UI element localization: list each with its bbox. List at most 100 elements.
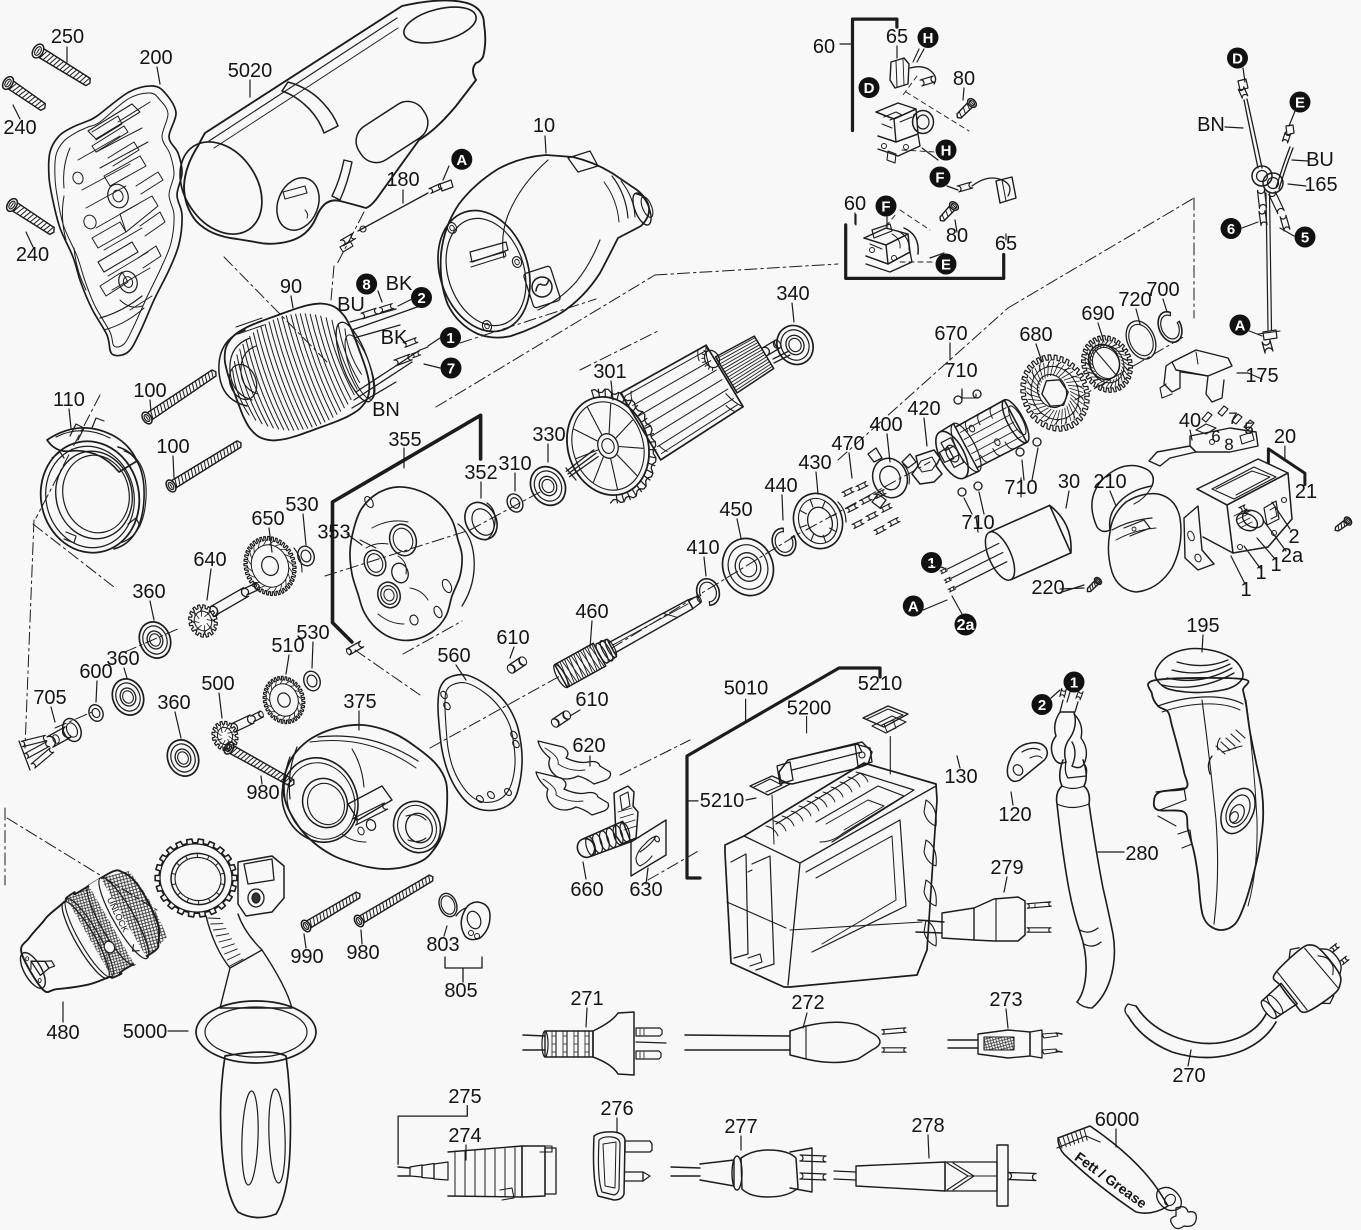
svg-text:D: D (864, 80, 875, 97)
svg-text:460: 460 (575, 601, 608, 623)
svg-text:60: 60 (844, 193, 866, 215)
svg-text:680: 680 (1019, 324, 1052, 346)
svg-text:670: 670 (934, 323, 967, 345)
svg-text:BK: BK (381, 327, 408, 349)
svg-text:980: 980 (346, 942, 379, 964)
svg-text:100: 100 (133, 380, 166, 402)
svg-text:610: 610 (496, 627, 529, 649)
svg-text:710: 710 (944, 360, 977, 382)
svg-text:700: 700 (1146, 279, 1179, 301)
svg-text:500: 500 (201, 673, 234, 695)
svg-text:2: 2 (1038, 697, 1046, 714)
svg-text:279: 279 (990, 857, 1023, 879)
svg-text:H: H (941, 143, 952, 160)
svg-text:375: 375 (343, 691, 376, 713)
svg-text:80: 80 (953, 68, 975, 90)
svg-text:1: 1 (1270, 554, 1281, 576)
svg-text:165: 165 (1304, 174, 1337, 196)
svg-text:6: 6 (1211, 427, 1220, 446)
svg-text:710: 710 (961, 512, 994, 534)
svg-text:65: 65 (886, 26, 908, 48)
svg-text:271: 271 (570, 988, 603, 1010)
svg-text:20: 20 (1274, 426, 1296, 448)
svg-text:270: 270 (1172, 1065, 1205, 1087)
svg-text:A: A (908, 599, 919, 616)
svg-text:2a: 2a (957, 617, 975, 634)
svg-text:278: 278 (911, 1115, 944, 1137)
svg-text:2: 2 (417, 290, 425, 307)
svg-text:630: 630 (629, 879, 662, 901)
svg-text:352: 352 (464, 462, 497, 484)
svg-text:80: 80 (946, 225, 968, 247)
svg-text:BN: BN (1197, 114, 1225, 136)
svg-text:620: 620 (572, 735, 605, 757)
svg-text:21: 21 (1295, 481, 1317, 503)
svg-text:720: 720 (1118, 289, 1151, 311)
svg-text:BU: BU (1306, 149, 1334, 171)
svg-text:5200: 5200 (787, 698, 832, 720)
svg-text:F: F (935, 170, 944, 187)
svg-text:130: 130 (944, 766, 977, 788)
svg-text:195: 195 (1186, 615, 1219, 637)
svg-text:180: 180 (386, 169, 419, 191)
svg-text:220: 220 (1031, 577, 1064, 599)
svg-text:272: 272 (791, 992, 824, 1014)
svg-text:BK: BK (386, 273, 413, 295)
svg-text:7: 7 (1228, 409, 1237, 428)
svg-text:705: 705 (33, 687, 66, 709)
svg-text:30: 30 (1058, 471, 1080, 493)
svg-text:340: 340 (776, 283, 809, 305)
svg-text:1: 1 (1240, 579, 1251, 601)
svg-text:470: 470 (831, 433, 864, 455)
svg-text:1: 1 (1255, 562, 1266, 584)
svg-text:110: 110 (53, 389, 85, 411)
svg-text:610: 610 (575, 689, 608, 711)
svg-text:100: 100 (156, 436, 189, 458)
svg-text:5010: 5010 (724, 678, 769, 700)
svg-text:2: 2 (1288, 526, 1299, 548)
svg-text:8: 8 (1224, 435, 1233, 454)
svg-text:7: 7 (447, 361, 455, 378)
svg-text:2a: 2a (1281, 545, 1304, 567)
svg-text:6: 6 (1227, 221, 1235, 238)
svg-text:353: 353 (317, 522, 350, 544)
svg-text:530: 530 (296, 622, 329, 644)
svg-text:360: 360 (106, 648, 139, 670)
svg-text:90: 90 (280, 276, 302, 298)
svg-text:276: 276 (600, 1098, 633, 1120)
svg-text:F: F (881, 199, 890, 216)
svg-text:5020: 5020 (228, 60, 273, 82)
svg-text:330: 330 (532, 424, 565, 446)
svg-text:690: 690 (1081, 303, 1114, 325)
svg-text:D: D (1232, 51, 1243, 68)
svg-text:60: 60 (813, 36, 835, 58)
svg-text:210: 210 (1093, 471, 1126, 493)
svg-text:990: 990 (290, 946, 323, 968)
svg-text:175: 175 (1245, 365, 1278, 387)
svg-text:5: 5 (1244, 419, 1253, 438)
svg-text:5: 5 (1301, 230, 1309, 247)
svg-text:A: A (456, 152, 467, 169)
svg-text:480: 480 (46, 1022, 79, 1044)
svg-text:280: 280 (1125, 843, 1158, 865)
svg-text:5210: 5210 (858, 673, 903, 695)
svg-text:273: 273 (989, 989, 1022, 1011)
svg-text:420: 420 (907, 398, 940, 420)
svg-text:450: 450 (719, 499, 752, 521)
svg-text:E: E (1295, 95, 1305, 112)
svg-text:275: 275 (448, 1086, 481, 1108)
svg-text:980: 980 (246, 782, 279, 804)
svg-text:360: 360 (157, 692, 190, 714)
svg-text:355: 355 (388, 429, 421, 451)
svg-text:240: 240 (16, 244, 49, 266)
svg-text:5210: 5210 (700, 790, 745, 812)
svg-text:530: 530 (285, 494, 318, 516)
svg-text:650: 650 (251, 508, 284, 530)
svg-text:1: 1 (446, 330, 454, 347)
svg-text:310: 310 (498, 453, 531, 475)
svg-text:10: 10 (533, 115, 555, 137)
svg-text:BU: BU (337, 294, 365, 316)
svg-text:560: 560 (437, 645, 470, 667)
svg-text:440: 440 (764, 475, 797, 497)
svg-text:40: 40 (1179, 410, 1201, 432)
